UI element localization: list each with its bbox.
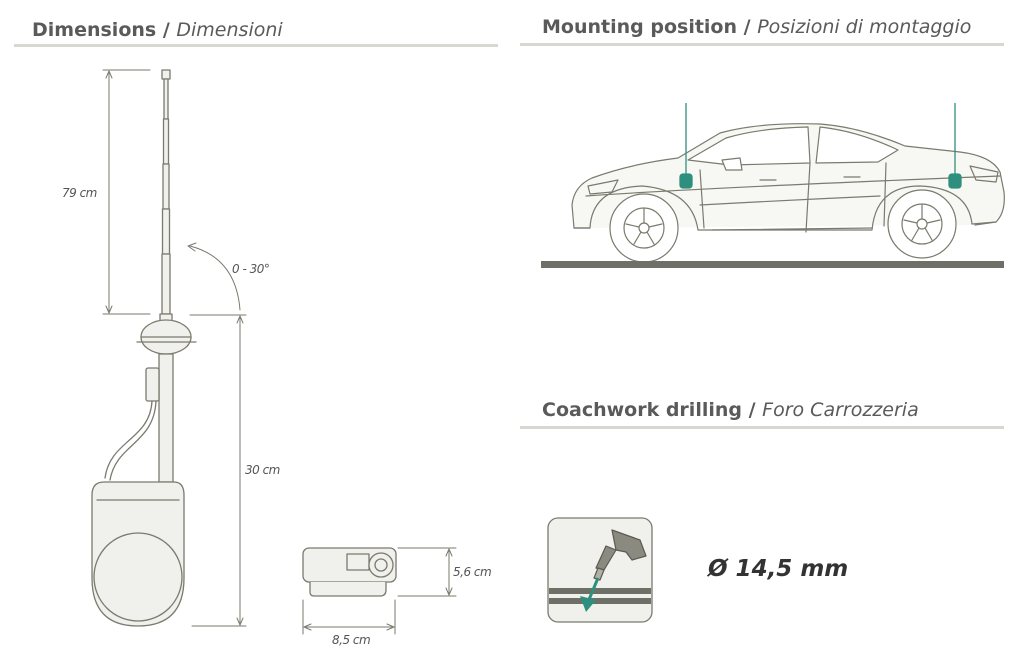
- drilling-rule: [520, 426, 1004, 429]
- dimensions-title: Dimensions / Dimensioni: [32, 19, 283, 41]
- drill-icon: [549, 529, 651, 612]
- hole-diameter-value: Ø 14,5 mm: [708, 556, 849, 582]
- control-box: [302, 547, 397, 597]
- antenna-drawing: [91, 69, 197, 627]
- drilling-title: Coachwork drilling / Foro Carrozzeria: [542, 399, 919, 421]
- box-height-label: 5,6 cm: [453, 565, 492, 579]
- antenna-positions: [679, 103, 962, 189]
- mounting-rule: [520, 43, 1004, 46]
- car-illustration: [571, 123, 1005, 263]
- dimensions-rule: [14, 44, 498, 47]
- body-height-label: 30 cm: [245, 463, 280, 477]
- mounting-title: Mounting position / Posizioni di montagg…: [542, 16, 972, 38]
- body-height-dimension: [189, 314, 247, 627]
- mast-length-dimension: [102, 69, 151, 315]
- box-width-label: 8,5 cm: [332, 633, 371, 647]
- tilt-range-label: 0 - 30°: [232, 262, 270, 276]
- box-height-dimension: [397, 547, 457, 597]
- box-width-dimension: [302, 599, 396, 635]
- tilt-arc: [187, 242, 241, 311]
- mast-length-label: 79 cm: [62, 186, 97, 200]
- ground-line: [541, 261, 1004, 268]
